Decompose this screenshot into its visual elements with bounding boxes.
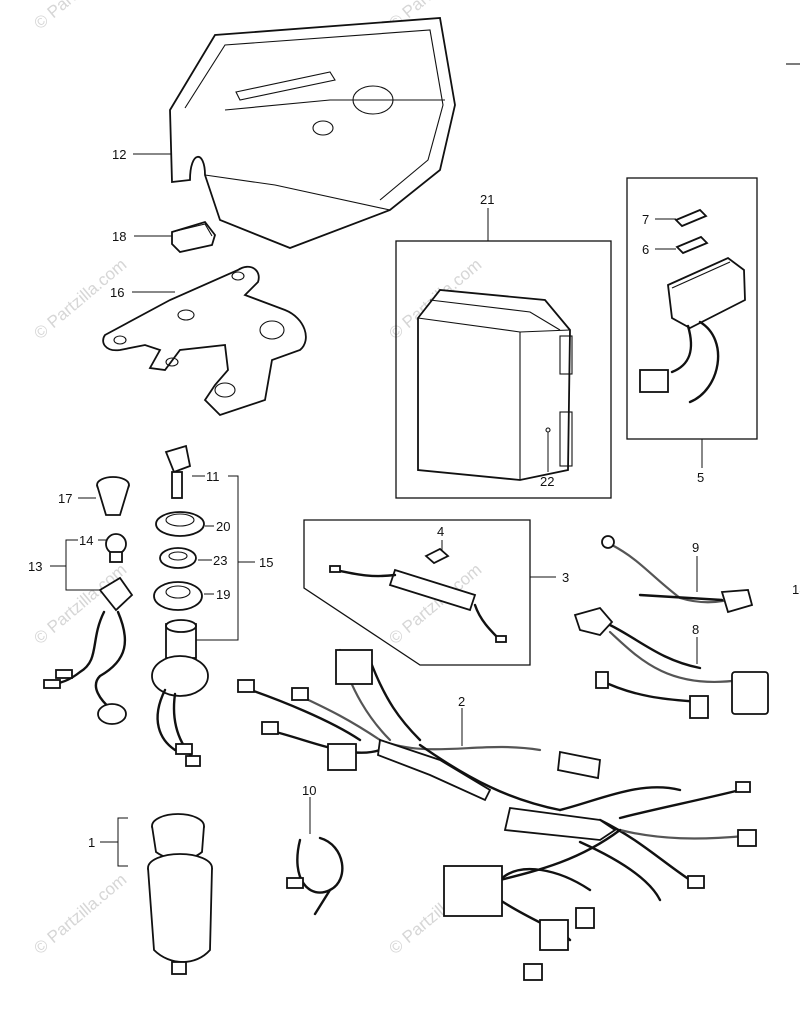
callout-17: 17 bbox=[58, 491, 72, 506]
part-10-cable-tie[interactable] bbox=[286, 836, 344, 916]
part-9-ground-strap[interactable] bbox=[601, 535, 754, 614]
part-ignition-switch[interactable] bbox=[151, 619, 209, 767]
part-5-fuse-box[interactable] bbox=[639, 256, 746, 404]
part-16-bracket[interactable] bbox=[102, 265, 307, 417]
callout-1: 1 bbox=[88, 835, 95, 850]
part-6-fuse[interactable] bbox=[675, 235, 709, 255]
part-8-cable[interactable] bbox=[573, 606, 769, 719]
callout-4: 4 bbox=[437, 524, 444, 539]
part-18-pad[interactable] bbox=[171, 220, 216, 253]
callout-20: 20 bbox=[216, 519, 230, 534]
part-21-battery[interactable] bbox=[417, 289, 573, 481]
part-17-grommet[interactable] bbox=[96, 476, 130, 516]
callout-6: 6 bbox=[642, 242, 649, 257]
callout-8: 8 bbox=[692, 622, 699, 637]
callout-13: 13 bbox=[28, 559, 42, 574]
part-11-key[interactable] bbox=[164, 444, 192, 499]
fuse-group-frame bbox=[626, 177, 758, 440]
callout-14: 14 bbox=[79, 533, 93, 548]
callout-19: 19 bbox=[216, 587, 230, 602]
resistor-group-frame bbox=[303, 519, 531, 666]
callout-18: 18 bbox=[112, 229, 126, 244]
part-1-lighter[interactable] bbox=[147, 813, 213, 975]
part-13-socket[interactable] bbox=[43, 576, 134, 725]
callout-23: 23 bbox=[213, 553, 227, 568]
callout-3: 3 bbox=[562, 570, 569, 585]
part-4-fuse[interactable] bbox=[424, 547, 450, 565]
part-14-bulb[interactable] bbox=[105, 533, 127, 563]
callout-10: 10 bbox=[302, 783, 316, 798]
callout-12: 12 bbox=[112, 147, 126, 162]
callout-16: 16 bbox=[110, 285, 124, 300]
battery-group-frame bbox=[395, 240, 612, 499]
callout-2: 2 bbox=[458, 694, 465, 709]
edge-label: 13 bbox=[792, 582, 800, 597]
part-3-resistor[interactable] bbox=[329, 565, 507, 643]
watermark-text: © Partzilla.com bbox=[30, 870, 130, 958]
part-2-wire-harness[interactable] bbox=[237, 648, 757, 981]
part-12-battery-cover[interactable] bbox=[169, 17, 456, 249]
callout-22: 22 bbox=[540, 474, 554, 489]
callout-21: 21 bbox=[480, 192, 494, 207]
watermark-text: © Partzilla.com bbox=[30, 0, 130, 33]
callout-5: 5 bbox=[697, 470, 704, 485]
callout-7: 7 bbox=[642, 212, 649, 227]
part-23-washer[interactable] bbox=[159, 547, 197, 569]
part-7-fuse[interactable] bbox=[674, 208, 708, 228]
part-20-cap[interactable] bbox=[155, 511, 205, 537]
callout-9: 9 bbox=[692, 540, 699, 555]
part-19-nut[interactable] bbox=[153, 581, 203, 611]
callout-15: 15 bbox=[259, 555, 273, 570]
callout-11: 11 bbox=[206, 469, 220, 484]
